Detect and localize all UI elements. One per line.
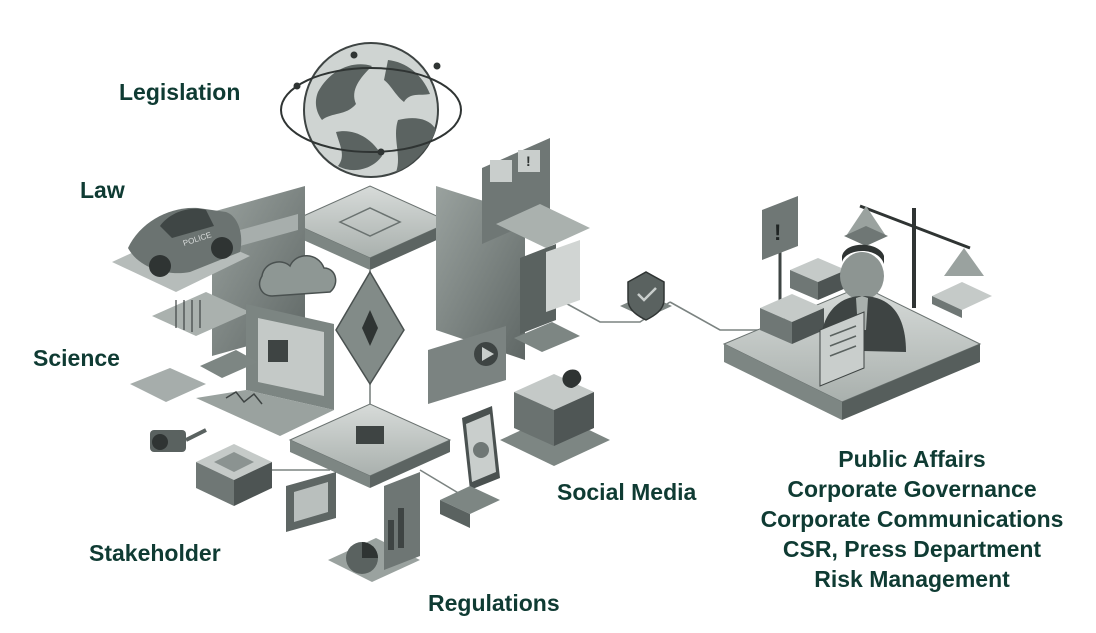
role-corporate-governance: Corporate Governance [787, 476, 1037, 502]
police-car-icon: POLICE [112, 207, 250, 292]
label-science: Science [33, 345, 120, 371]
shield-check-icon [620, 271, 672, 321]
globe-icon [280, 42, 462, 178]
play-button-icon [428, 326, 506, 404]
role-risk-management: Risk Management [814, 566, 1010, 592]
businessman-icon [819, 244, 906, 387]
pie-chart-icon [328, 472, 420, 582]
label-regulations: Regulations [428, 590, 560, 616]
scales-of-justice-icon [844, 204, 992, 318]
role-csr-press-department: CSR, Press Department [782, 536, 1042, 562]
laptop-icon [196, 304, 334, 436]
warning-sign-icon: ! [762, 196, 798, 310]
keyboard-device [130, 350, 258, 402]
label-law: Law [80, 177, 125, 203]
role-corporate-communications: Corporate Communications [760, 506, 1064, 532]
label-legislation: Legislation [119, 79, 241, 105]
svg-text:!: ! [526, 153, 531, 169]
circuit-board [152, 292, 250, 336]
server-stack-right [760, 258, 846, 344]
map-pin-icon [500, 369, 610, 466]
corporate-roles-list: Public Affairs Corporate Governance Corp… [742, 444, 1082, 594]
server-stack-icon [196, 444, 272, 506]
monitor-group [286, 472, 336, 532]
camera-icon [150, 428, 207, 452]
label-social-media: Social Media [557, 479, 697, 505]
document-panel [514, 240, 580, 352]
label-stakeholder: Stakeholder [89, 540, 221, 566]
contact-card-icon: ! [482, 138, 590, 248]
smartphone-chart-icon [440, 406, 500, 528]
cloud-icon [258, 255, 337, 297]
svg-text:!: ! [774, 220, 781, 245]
role-public-affairs: Public Affairs [838, 446, 986, 472]
